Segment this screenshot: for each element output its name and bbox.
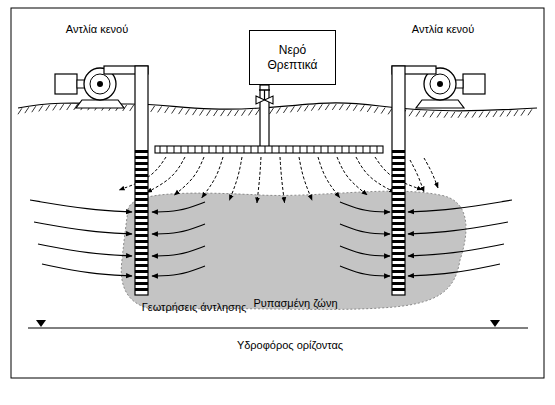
pump-label: Αντλία κενού (412, 23, 474, 36)
zone-shape (121, 191, 466, 310)
node-text: Ρυπασμένη ζώνη (253, 297, 337, 310)
zone-outline (118, 185, 473, 315)
node-text: Νερό Θρεπτικά (254, 43, 331, 72)
water-table-label: Υδροφόρος ορίζοντας (237, 339, 343, 352)
nutrient-tank: Νερό Θρεπτικά (249, 30, 336, 85)
contaminated-zone: Ρυπασμένη ζώνη (118, 185, 473, 315)
pump-label: Αντλία κενού (66, 23, 128, 36)
well-label: Γεωτρήσεις άντλησης (142, 301, 247, 314)
